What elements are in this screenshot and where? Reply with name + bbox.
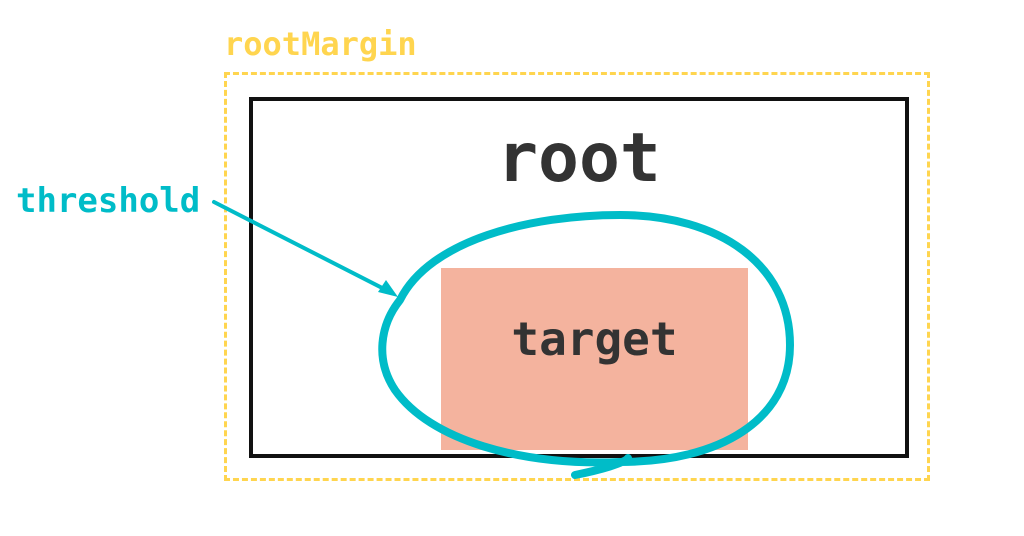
threshold-label: threshold	[16, 181, 201, 221]
root-margin-boundary	[224, 72, 930, 481]
threshold-ellipse	[378, 211, 794, 479]
target-label: target	[511, 312, 678, 366]
threshold-arrow-line	[212, 200, 394, 295]
threshold-arrow-head	[378, 280, 398, 297]
target-box: target	[441, 268, 748, 450]
root-box: root	[249, 97, 909, 458]
root-margin-label: rootMargin	[224, 25, 417, 63]
root-label: root	[497, 119, 661, 198]
